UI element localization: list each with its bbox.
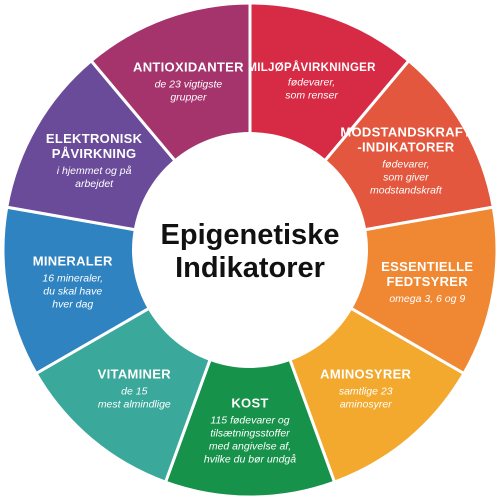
segment-mineraler-subtitle-line: 16 mineraler, — [42, 272, 103, 284]
segment-vitaminer-subtitle-line: mest almindlige — [98, 398, 171, 410]
segment-mineraler-title-line: MINERALER — [33, 253, 113, 268]
segment-fedtsyrer-title-line: FEDTSYRER — [387, 274, 469, 289]
segment-mineraler-subtitle-line: du skal have — [43, 285, 102, 297]
segment-aminosyrer-subtitle-line: samtlige 23 — [339, 385, 393, 397]
segment-kost-subtitle-line: med angivelse af, — [209, 441, 291, 453]
segment-miljopavirkninger-subtitle-line: fødevarer, — [288, 76, 335, 88]
segment-modstandskraft-title-line: MODSTANDSKRAFT — [340, 125, 471, 140]
segment-kost-title-line: KOST — [231, 396, 268, 411]
segment-modstandskraft-subtitle-line: fødevarer, — [382, 159, 429, 171]
segment-mineraler-subtitle-line: hver dag — [52, 298, 93, 310]
segment-vitaminer-subtitle-line: de 15 — [121, 385, 147, 397]
segment-fedtsyrer-title-line: ESSENTIELLE — [381, 259, 473, 274]
center-title-line-2: Indikatorer — [175, 252, 325, 284]
segment-antioxidanter-subtitle-line: grupper — [170, 91, 207, 103]
segment-elektronisk-subtitle-line: i hjemmet og på — [57, 165, 132, 177]
segment-aminosyrer-subtitle-line: aminosyrer — [340, 398, 392, 410]
segment-elektronisk-title-line: ELEKTRONISK — [46, 131, 143, 146]
segment-modstandskraft-label: MODSTANDSKRAFT-INDIKATORER fødevarer,som … — [340, 125, 471, 197]
segment-kost-subtitle-line: tilsætningsstoffer — [210, 428, 290, 440]
segment-miljopavirkninger-subtitle-line: som renser — [285, 89, 338, 101]
segment-fedtsyrer-subtitle-line: omega 3, 6 og 9 — [389, 293, 465, 305]
segment-modstandskraft-subtitle-line: som giver — [383, 172, 429, 184]
segment-miljopavirkninger-label: MILJØPÅVIRKNINGER fødevarer,som renser — [247, 61, 376, 102]
segment-miljopavirkninger-title-line: MILJØPÅVIRKNINGER — [247, 61, 376, 74]
segment-vitaminer-title-line: VITAMINER — [98, 366, 172, 381]
segment-modstandskraft-subtitle-line: modstandskraft — [370, 185, 443, 197]
segment-antioxidanter-title-line: ANTIOXIDANTER — [133, 59, 244, 74]
segment-kost-subtitle-line: hvilke du bør undgå — [204, 454, 296, 466]
segment-modstandskraft: MODSTANDSKRAFT-INDIKATORER fødevarer,som … — [322, 58, 495, 232]
segment-modstandskraft-title-line: -INDIKATORER — [357, 140, 454, 155]
segment-elektronisk-title-line: PÅVIRKNING — [52, 146, 137, 161]
segment-aminosyrer-title-line: AMINOSYRER — [320, 366, 411, 381]
segment-kost-subtitle-line: 115 fødevarer og — [210, 415, 289, 427]
center-disc — [132, 132, 368, 368]
segment-antioxidanter-subtitle-line: de 23 vigtigste — [155, 78, 223, 90]
segment-elektronisk-subtitle-line: arbejdet — [75, 178, 114, 190]
center-title-line-1: Epigenetiske — [161, 219, 340, 251]
